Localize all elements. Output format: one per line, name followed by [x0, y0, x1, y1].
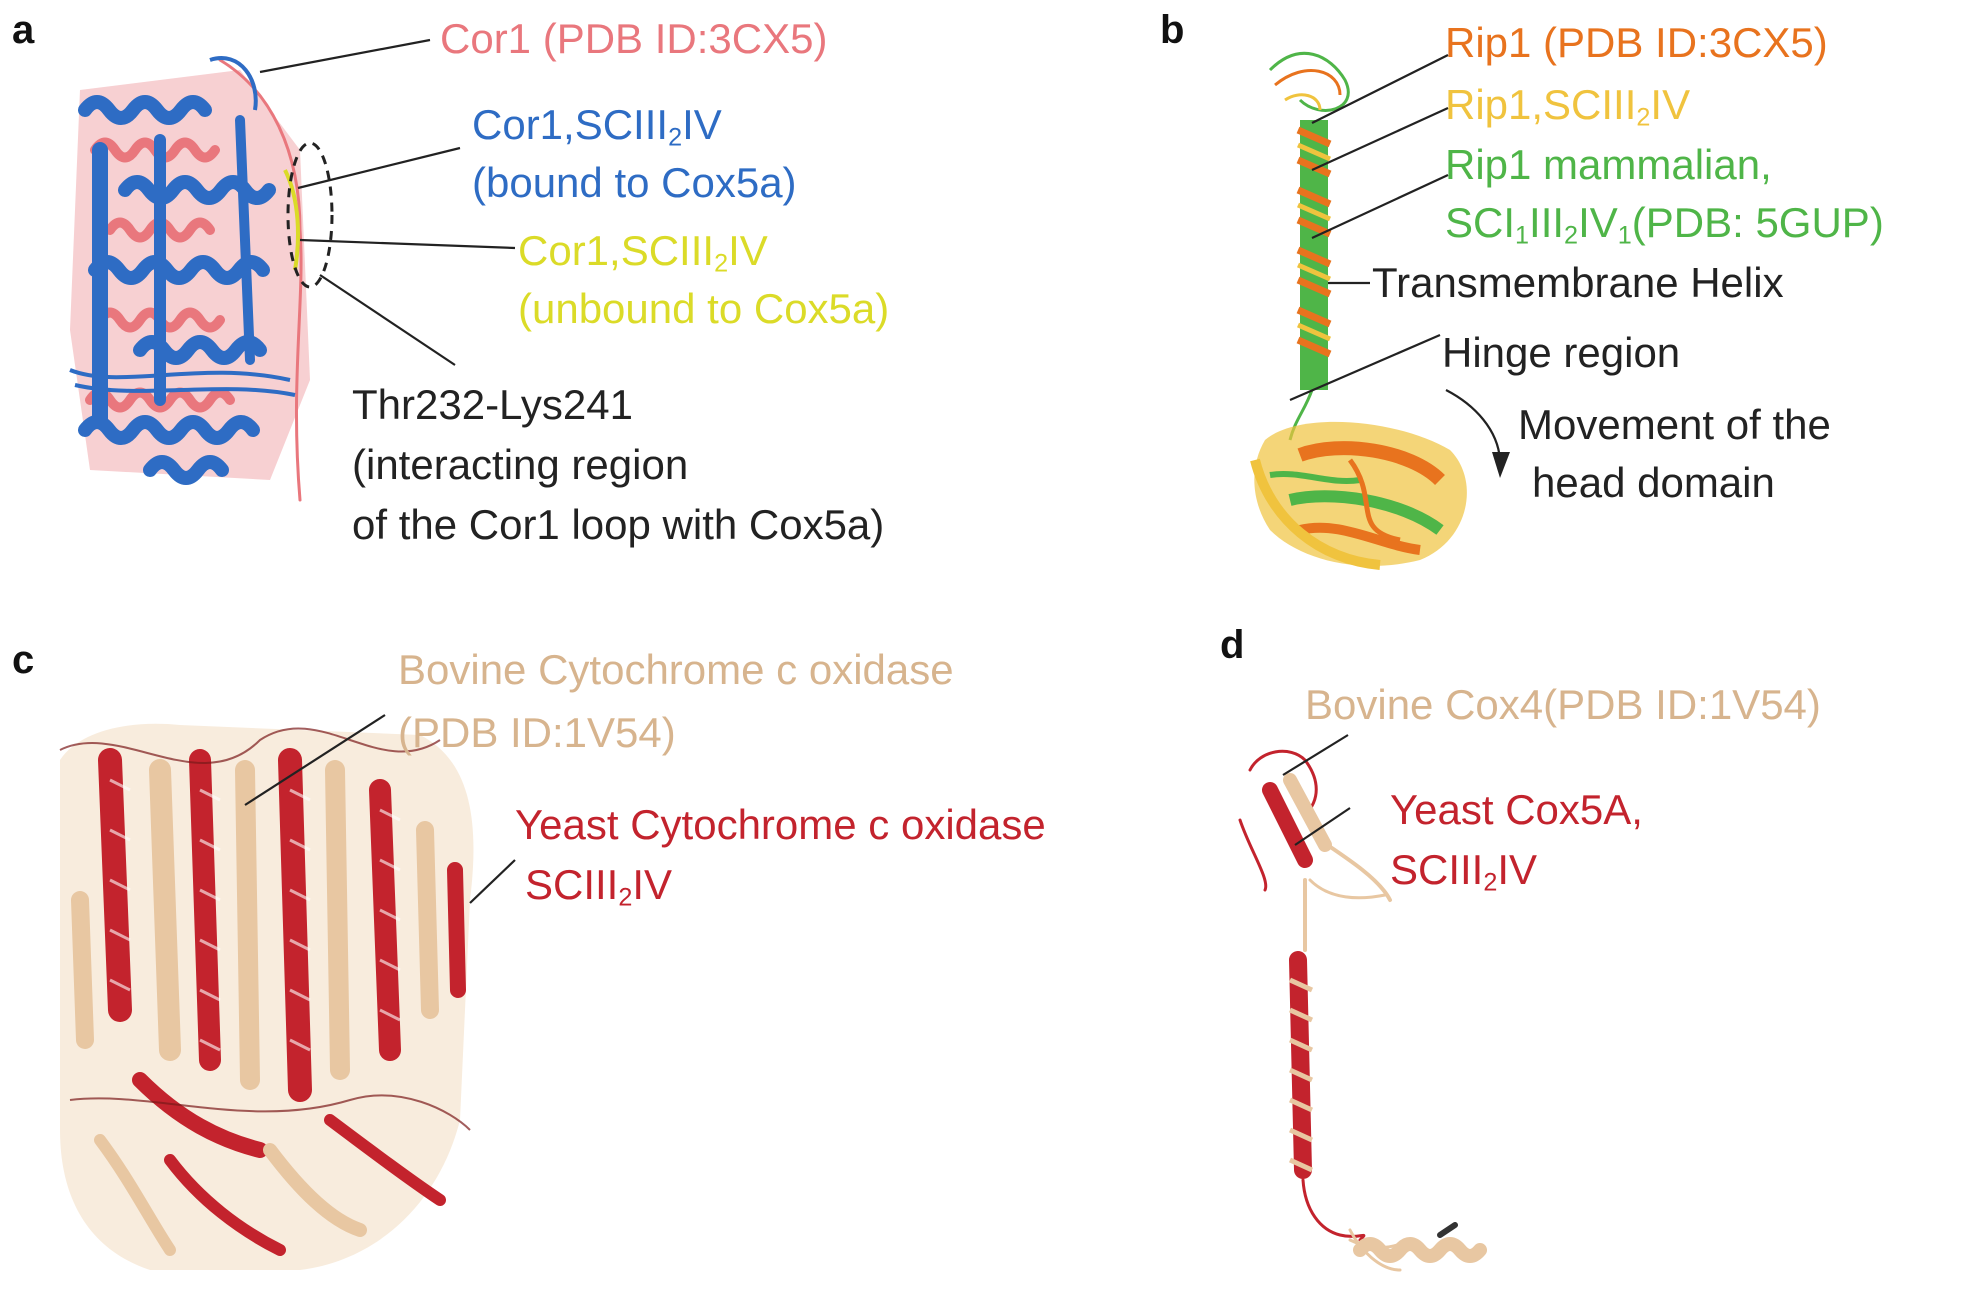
- panel-letter-a: a: [12, 8, 35, 52]
- label-yeast-cox5a-line2: SCIII2IV: [1390, 846, 1538, 897]
- panel-d-leader-lines: [1282, 734, 1351, 846]
- panel-a-leader-lines: [259, 38, 516, 366]
- label-bovine-cox4: Bovine Cox4(PDB ID:1V54): [1305, 681, 1821, 728]
- label-yeast-cox5a-line1: Yeast Cox5A,: [1390, 786, 1643, 833]
- cor1-structure: [69, 56, 334, 502]
- label-rip1-pdb: Rip1 (PDB ID:3CX5): [1445, 19, 1828, 66]
- movement-arrowhead: [1492, 452, 1510, 478]
- label-region-line3: of the Cor1 loop with Cox5a): [352, 501, 885, 548]
- label-yeast-cox-line2: SCIII2IV: [525, 861, 673, 912]
- rip1-head-domain: [1250, 421, 1467, 570]
- label-bovine-cox-line1: Bovine Cytochrome c oxidase: [398, 646, 954, 693]
- label-rip1-sc: Rip1,SCIII2IV: [1445, 81, 1691, 132]
- panel-letter-b: b: [1160, 8, 1185, 52]
- label-movement-line1: Movement of the: [1518, 401, 1831, 448]
- label-yeast-cox-line1: Yeast Cytochrome c oxidase: [515, 801, 1046, 848]
- label-transmembrane-helix: Transmembrane Helix: [1372, 259, 1784, 306]
- panel-c-leader-lines: [244, 714, 516, 904]
- panel-letter-d: d: [1220, 623, 1245, 667]
- rip1-structure: [1250, 51, 1467, 570]
- label-cor1-bound-line1: Cor1,SCIII2IV: [472, 101, 722, 152]
- label-cor1-bound-line2: (bound to Cox5a): [472, 159, 797, 206]
- label-region-line1: Thr232-Lys241: [352, 381, 633, 428]
- label-hinge-region: Hinge region: [1442, 329, 1681, 376]
- panel-letter-c: c: [12, 638, 35, 682]
- label-region-line2: (interacting region: [352, 441, 689, 488]
- panel-b-leader-lines: [1289, 54, 1502, 461]
- label-rip1-mammalian-line1: Rip1 mammalian,: [1445, 141, 1772, 188]
- cytochrome-c-oxidase-structure: [59, 723, 474, 1270]
- label-movement-line2: head domain: [1532, 459, 1775, 506]
- label-bovine-cox-line2: (PDB ID:1V54): [398, 709, 676, 756]
- label-cor1-pdb: Cor1 (PDB ID:3CX5): [440, 15, 828, 62]
- label-rip1-mammalian-line2: SCI1III2IV1(PDB: 5GUP): [1445, 199, 1884, 250]
- label-cor1-unbound-line2: (unbound to Cox5a): [518, 285, 890, 332]
- cox4-cox5a-structure: [1238, 749, 1487, 1272]
- label-cor1-unbound-line1: Cor1,SCIII2IV: [518, 227, 768, 278]
